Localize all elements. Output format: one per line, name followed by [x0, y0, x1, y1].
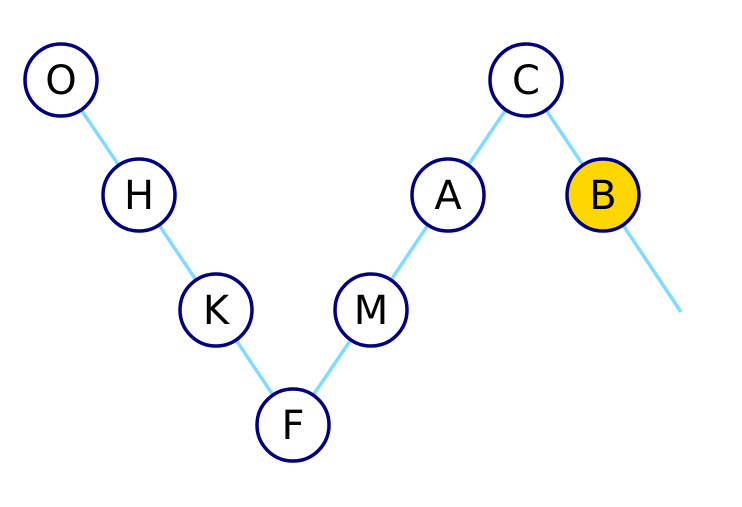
nodes-group: O H K F M A C B: [23, 42, 641, 463]
node-label: B: [589, 173, 616, 219]
node-label: C: [512, 58, 540, 104]
edge-h-k: [157, 223, 198, 282]
edge-c-b: [544, 108, 585, 167]
node-circle: [23, 42, 99, 118]
node-circle: [410, 157, 486, 233]
node-label: A: [434, 173, 462, 219]
node-label: M: [354, 288, 389, 334]
edge-f-m: [311, 338, 353, 397]
node-h: H: [101, 157, 177, 233]
node-label: K: [203, 288, 231, 334]
edge-a-c: [466, 108, 508, 167]
node-k: K: [178, 272, 254, 348]
node-c: C: [488, 42, 564, 118]
node-circle: [565, 157, 641, 233]
node-circle: [178, 272, 254, 348]
node-b: B: [565, 157, 641, 233]
edge-m-a: [389, 223, 430, 282]
node-m: M: [333, 272, 409, 348]
node-circle: [255, 387, 331, 463]
edge-o-h: [79, 108, 121, 167]
edge-k-f: [234, 338, 275, 397]
node-o: O: [23, 42, 99, 118]
edges-group: [79, 108, 683, 397]
node-label: O: [45, 58, 76, 104]
node-label: H: [124, 173, 154, 219]
node-circle: [333, 272, 409, 348]
node-f: F: [255, 387, 331, 463]
node-label: F: [281, 403, 304, 449]
edge-b-child: [621, 223, 683, 313]
node-a: A: [410, 157, 486, 233]
node-circle: [101, 157, 177, 233]
node-circle: [488, 42, 564, 118]
